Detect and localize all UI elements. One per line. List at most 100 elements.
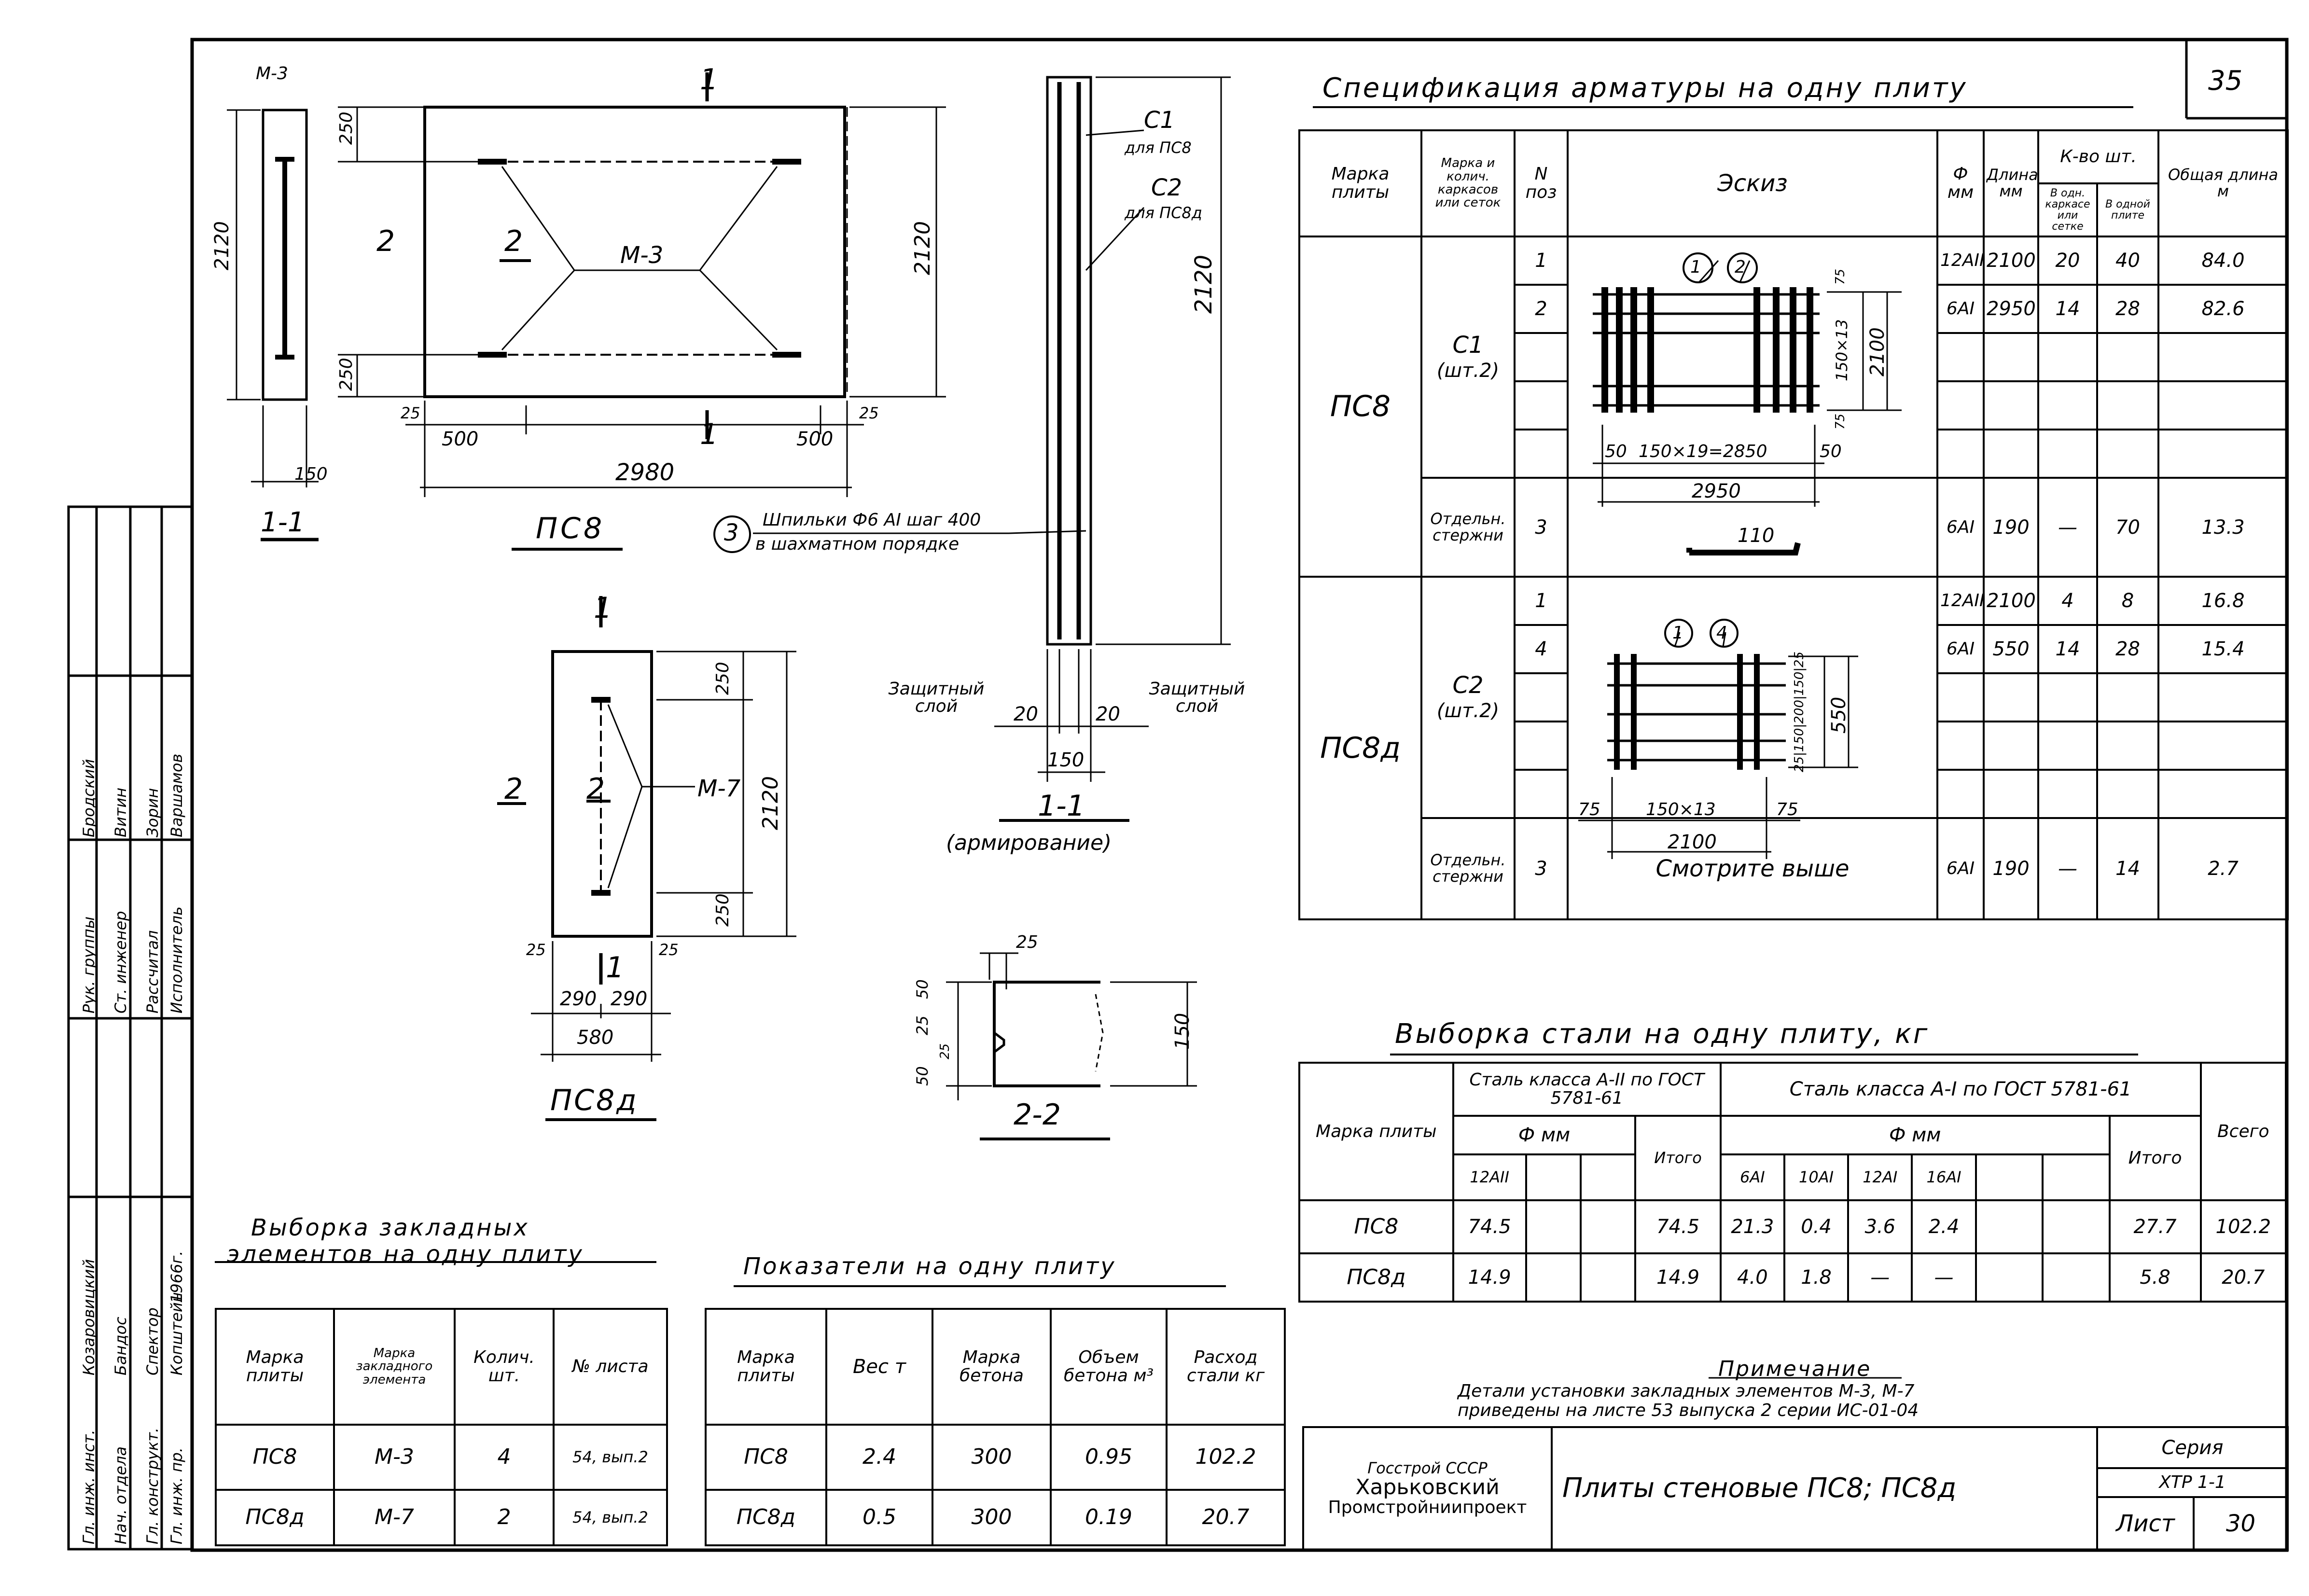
stamp-name-3: Зорин: [143, 788, 162, 837]
steel-r2-a2-2: [1525, 1252, 1582, 1303]
steel-r2-a1-6: [2042, 1252, 2111, 1303]
ps8d-dim-edge-right: 25: [659, 941, 679, 959]
embeds-h-mark: Марка плиты: [215, 1308, 335, 1426]
spec-h-sketch: Эскиз: [1567, 129, 1938, 237]
ps8-dim-length: 2980: [615, 459, 675, 486]
spec-ps8-len-1: 2100: [1983, 236, 2039, 286]
ps8-title: ПС8: [536, 512, 605, 545]
ps8d-cut-bottom: 1: [606, 951, 625, 985]
s22-d25b: 25: [913, 1015, 932, 1035]
c2-sketch-h: 550: [1828, 696, 1850, 734]
c1-sketch-c: 75: [1833, 413, 1848, 430]
spec-ps8-sep-qf: —: [2037, 477, 2098, 578]
spec-ps8-sketch: [1567, 236, 1938, 479]
c2-sketch-mark-1: 1: [1672, 623, 1683, 643]
embeds-h-sheet: № листа: [553, 1308, 668, 1426]
section-1-1-embed-label: М-3: [256, 64, 288, 83]
embeds-r1-mark: ПС8: [215, 1424, 335, 1491]
spec-ps8d-qf-2: 14: [2037, 624, 2098, 674]
embeds-r2-mark: ПС8д: [215, 1489, 335, 1546]
steel-h-a2: Сталь класса А-II по ГОСТ 5781-61: [1452, 1062, 1722, 1117]
reinf-cover-right: Защитный слой: [1149, 679, 1245, 716]
ps8d-dim-left: 290: [560, 988, 597, 1010]
spec-ps8d-total-2: 15.4: [2157, 624, 2289, 674]
spec-ps8-sep-len: 190: [1983, 477, 2039, 578]
steel-col-a1-6: [2042, 1153, 2111, 1201]
stamp-name-1: Бродский: [80, 759, 98, 837]
spec-h-qty: К-во шт.: [2037, 129, 2159, 184]
spec-ps8d-frame-qty: (шт.2): [1436, 700, 1500, 722]
spec-ps8-qf-2: 14: [2037, 284, 2098, 334]
c1-sketch-b: 150×13: [1833, 319, 1851, 381]
embeds-r2-sheet: 54, вып.2: [553, 1489, 668, 1546]
steel-col-a1-4: 16АI: [1911, 1153, 1977, 1201]
spec-ps8d-mark: ПС8д: [1298, 576, 1422, 920]
spec-ps8-frame-qty: (шт.2): [1436, 360, 1500, 382]
steel-r2-a1-3: —: [1847, 1252, 1913, 1303]
ps8d-element-label: М-7: [697, 775, 741, 802]
ps8d-title: ПС8д: [550, 1083, 639, 1117]
steel-r2-a1-4: —: [1911, 1252, 1977, 1303]
ps8d-outline: [551, 650, 653, 938]
section-1-1-outline: [262, 109, 308, 401]
spec-ps8-pos-1: 1: [1514, 236, 1569, 286]
c1-sketch-w: 2950: [1692, 480, 1741, 502]
ps8-element-label: М-3: [620, 242, 664, 269]
ps8d-cut-top: 1: [594, 591, 612, 625]
ind-h-mark: Марка плиты: [705, 1308, 827, 1426]
spec-ps8-frame-name: С1: [1452, 331, 1484, 359]
steel-col-a1-2: 10АI: [1783, 1153, 1850, 1201]
spec-ps8d-pos-1: 1: [1514, 576, 1569, 626]
stamp-lower-role-4: Гл. инж. пр.: [167, 1447, 186, 1544]
steel-r1-a1-4: 2.4: [1911, 1199, 1977, 1254]
ind-h-concrete: Марка бетона: [932, 1308, 1052, 1426]
title-block-org-1: Госстрой СССР: [1367, 1458, 1488, 1477]
ind-h-steel: Расход стали кг: [1166, 1308, 1286, 1426]
stamp-year: 1966г.: [167, 1250, 186, 1303]
spec-h-dia: Ф мм: [1936, 129, 1985, 237]
spec-h-qty-plate: В одной плите: [2096, 182, 2159, 237]
spec-ps8-sep-total: 13.3: [2157, 477, 2289, 578]
spec-h-frames: Марка и колич. каркасов или сеток: [1420, 129, 1516, 237]
spec-ps8d-sep-pos: 3: [1514, 817, 1569, 920]
ps8-side-mark-left: 2: [376, 224, 395, 258]
steel-r2-a2-1: 14.9: [1452, 1252, 1527, 1303]
spec-table: Марка плиты Марка и колич. каркасов или …: [1298, 129, 2289, 920]
ind-r1-concrete: 300: [932, 1424, 1052, 1491]
steel-r2-a2-3: [1580, 1252, 1637, 1303]
s22-d25: 25: [1016, 932, 1038, 952]
steel-r1-a1-6: [2042, 1199, 2111, 1254]
c2-sketch-s1: 75: [1578, 800, 1600, 819]
steel-r1-a1-5: [1975, 1199, 2044, 1254]
ind-h-volume: Объем бетона м³: [1050, 1308, 1168, 1426]
c2-sketch-mark-2: 4: [1716, 623, 1727, 643]
s22-d25c: 25: [938, 1043, 952, 1059]
reinf-c1-note: для ПС8: [1125, 139, 1192, 157]
ps8d-dim-top: 250: [713, 662, 733, 695]
section-1-1-thickness: 150: [294, 464, 328, 484]
ind-r2-steel: 20.7: [1166, 1489, 1286, 1546]
s22-thickness: 150: [1171, 1013, 1194, 1050]
spec-ps8d-qf-1: 4: [2037, 576, 2098, 626]
ps8d-dim-bottom: 250: [713, 893, 733, 927]
steel-h-phi-a1: Ф мм: [1719, 1115, 2111, 1155]
spec-ps8d-sep-note: Смотрите выше: [1567, 817, 1938, 920]
steel-h-a1: Сталь класса А-I по ГОСТ 5781-61: [1719, 1062, 2202, 1117]
spec-ps8-dia-1: 12АII: [1936, 236, 1985, 286]
c1-sketch-s1: 50: [1605, 442, 1627, 461]
steel-r1-a2-1: 74.5: [1452, 1199, 1527, 1254]
steel-r1-a2-total: 74.5: [1634, 1199, 1722, 1254]
steel-r1-a1-3: 3.6: [1847, 1199, 1913, 1254]
ps8-dim-height: 2120: [910, 221, 935, 275]
ps8d-dim-edge-left: 25: [526, 941, 546, 959]
spec-ps8d-sep-qp: 14: [2096, 817, 2159, 920]
ind-r2-concrete: 300: [932, 1489, 1052, 1546]
spec-ps8-total-2: 82.6: [2157, 284, 2289, 334]
ind-h-weight: Вес т: [825, 1308, 933, 1426]
ps8-dim-edge-left: 25: [401, 404, 420, 422]
ps8d-side-mark-inner: 2: [586, 772, 605, 806]
note-line-2: приведены на листе 53 выпуска 2 серии ИС…: [1458, 1401, 1919, 1420]
spec-ps8d-sep-dia: 6АI: [1936, 817, 1985, 920]
spec-ps8-sep-pos: 3: [1514, 477, 1569, 578]
